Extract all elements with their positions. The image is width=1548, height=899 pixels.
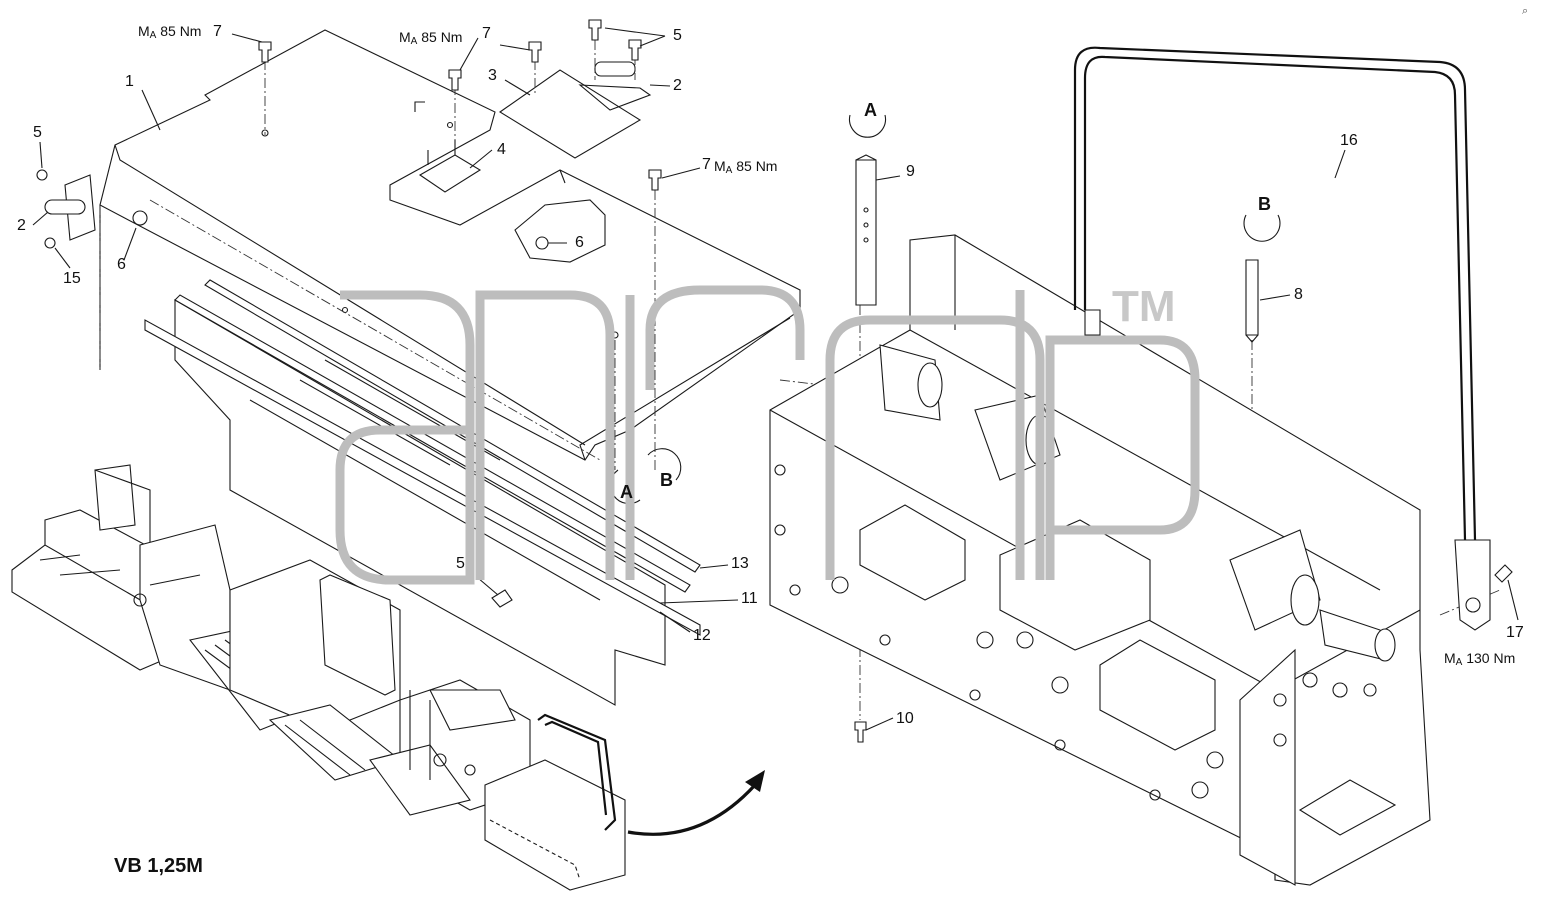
part-label-5a: 5 — [673, 27, 682, 44]
spacer-8 — [1245, 259, 1259, 343]
part-label-4: 4 — [497, 141, 506, 158]
part-label-12: 12 — [693, 627, 711, 644]
leader-lines — [32, 27, 1519, 731]
ref-A-bottom: A — [620, 482, 633, 502]
torque-label-3: MA 85 Nm — [714, 158, 778, 176]
part-label-11: 11 — [741, 590, 758, 607]
column-9 — [855, 154, 877, 306]
bolts — [258, 19, 1513, 743]
torque-label-2: MA 85 Nm — [399, 29, 463, 47]
part-label-15: 15 — [63, 270, 81, 287]
torque-label-4: MA 130 Nm — [1444, 650, 1516, 668]
ref-A-top: A — [864, 100, 877, 120]
corner-mark-icon: ⌕ — [1522, 4, 1529, 17]
block-4 — [418, 140, 482, 193]
curved-arrow-icon — [627, 783, 757, 836]
part-label-6a: 6 — [575, 234, 584, 251]
part-label-9: 9 — [906, 163, 915, 180]
part-label-7b: 7 — [482, 25, 491, 42]
part-label-5c: 5 — [456, 555, 465, 572]
plate-3 — [498, 61, 652, 159]
part-label-13: 13 — [731, 555, 749, 572]
part-label-2b: 2 — [17, 217, 26, 234]
handle-16 — [1073, 46, 1491, 631]
top-cover-panel — [99, 29, 801, 461]
part-label-6b: 6 — [117, 256, 126, 273]
part-label-2a: 2 — [673, 77, 682, 94]
part-label-1: 1 — [125, 73, 134, 90]
part-label-3: 3 — [488, 67, 497, 84]
overview-machine — [11, 464, 626, 891]
hinge-assembly-left — [36, 169, 148, 249]
watermark-tm: TM — [1112, 282, 1176, 331]
part-label-16: 16 — [1340, 132, 1358, 149]
ref-B-top: B — [1258, 194, 1271, 214]
ref-B-bottom: B — [660, 470, 673, 490]
part-label-7c: 7 — [702, 156, 711, 173]
model-label: VB 1,25M — [114, 855, 203, 877]
gasket-outline — [514, 199, 606, 263]
part-label-5b: 5 — [33, 124, 42, 141]
part-label-7: 7 — [213, 23, 222, 40]
part-label-8: 8 — [1294, 286, 1303, 303]
part-label-10: 10 — [896, 710, 914, 727]
part-label-17: 17 — [1506, 624, 1524, 641]
watermark-logo — [335, 285, 1200, 585]
torque-label-1: MA 85 Nm — [138, 23, 202, 41]
arrow-head-icon — [745, 770, 765, 792]
